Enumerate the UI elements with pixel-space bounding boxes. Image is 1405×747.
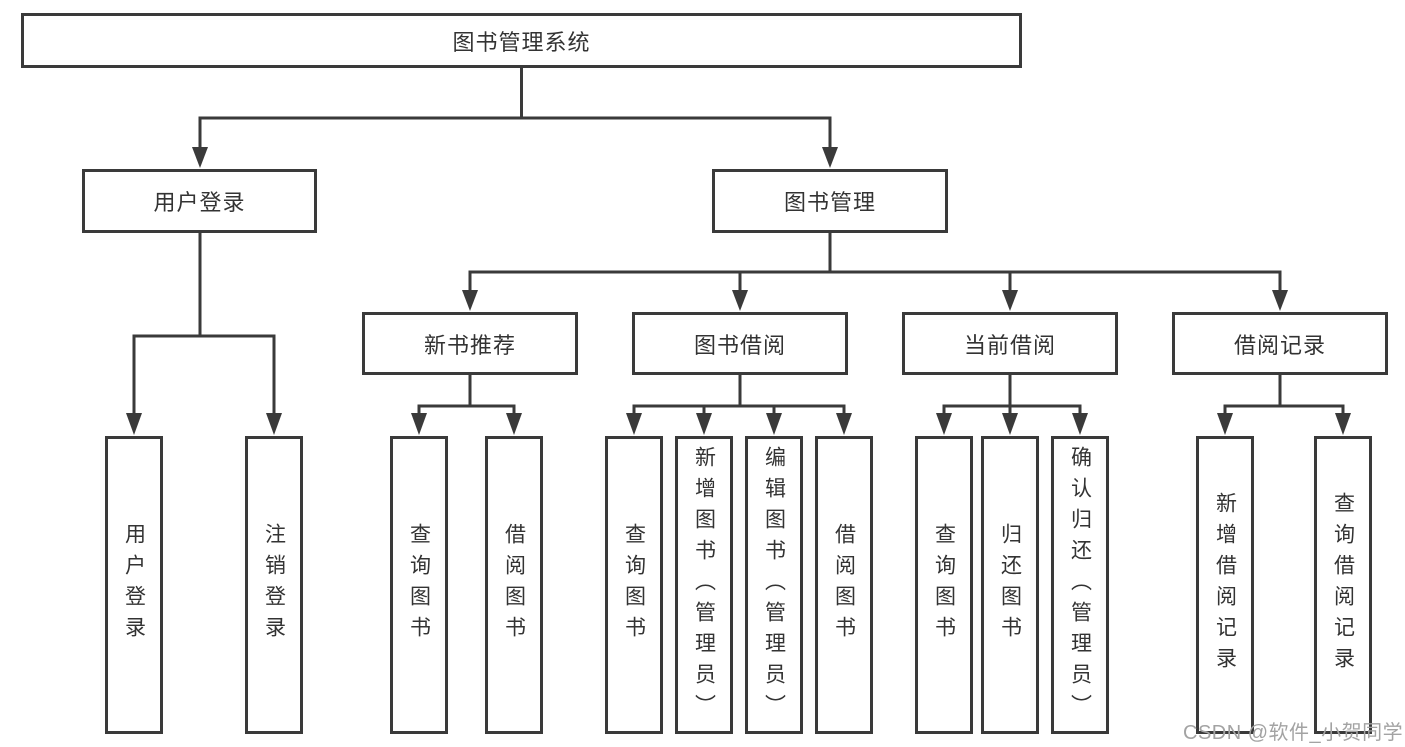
edge-userlogin-to-leaves: [132, 232, 276, 416]
edge-bookmgmt-to-level3: [468, 232, 1282, 294]
node-label: 用户登录: [122, 523, 146, 647]
node-label: 查询图书: [932, 523, 956, 647]
node-label: 图书管理: [783, 190, 876, 215]
leaf-return-books: 归还图书: [981, 436, 1039, 734]
node-label: 注销登录: [262, 523, 286, 647]
node-label: 新书推荐: [423, 332, 516, 358]
leaf-edit-books-admin: 编辑图书（管理员）: [745, 436, 803, 734]
node-label: 查询图书: [622, 523, 646, 647]
node-system-root: 图书管理系统: [21, 13, 1022, 68]
leaf-logout: 注销登录: [245, 436, 303, 734]
node-current-borrowing: 当前借阅: [902, 312, 1118, 375]
node-label: 确认归还（管理员）: [1068, 445, 1092, 725]
leaf-borrow-books-recommend: 借阅图书: [485, 436, 543, 734]
node-label: 查询借阅记录: [1331, 492, 1355, 678]
node-label: 借阅图书: [502, 523, 526, 647]
node-new-book-recommend: 新书推荐: [362, 312, 578, 375]
leaf-query-borrow-record: 查询借阅记录: [1314, 436, 1372, 734]
leaf-query-books-borrow: 查询图书: [605, 436, 663, 734]
node-book-management: 图书管理: [712, 169, 948, 233]
leaf-add-borrow-record: 新增借阅记录: [1196, 436, 1254, 734]
leaf-confirm-return-admin: 确认归还（管理员）: [1051, 436, 1109, 734]
edge-borrow-to-leaves: [632, 375, 846, 416]
leaf-user-login: 用户登录: [105, 436, 163, 734]
node-label: 借阅图书: [832, 523, 856, 647]
edge-records-to-leaves: [1223, 375, 1345, 416]
leaf-query-books-current: 查询图书: [915, 436, 973, 734]
node-label: 图书借阅: [693, 332, 786, 358]
leaf-add-books-admin: 新增图书（管理员）: [675, 436, 733, 734]
node-label: 借阅记录: [1233, 332, 1326, 358]
csdn-watermark: CSDN @软件_小贺同学: [1183, 722, 1404, 744]
node-label: 新增图书（管理员）: [692, 445, 716, 725]
edge-current-to-leaves: [942, 375, 1082, 416]
node-label: 归还图书: [998, 523, 1022, 647]
node-label: 查询图书: [407, 523, 431, 647]
node-label: 图书管理系统: [452, 29, 591, 55]
node-borrow-records: 借阅记录: [1172, 312, 1388, 375]
node-label: 新增借阅记录: [1213, 492, 1237, 678]
edge-newrec-to-leaves: [417, 375, 516, 416]
leaf-query-books-recommend: 查询图书: [390, 436, 448, 734]
arrowheads: [126, 147, 1351, 435]
node-label: 用户登录: [153, 190, 246, 215]
node-book-borrowing: 图书借阅: [632, 312, 848, 375]
node-label: 编辑图书（管理员）: [762, 445, 786, 725]
node-label: 当前借阅: [963, 332, 1056, 358]
leaf-borrow-books: 借阅图书: [815, 436, 873, 734]
edge-root-to-level2: [198, 68, 832, 150]
node-user-login: 用户登录: [82, 169, 317, 233]
